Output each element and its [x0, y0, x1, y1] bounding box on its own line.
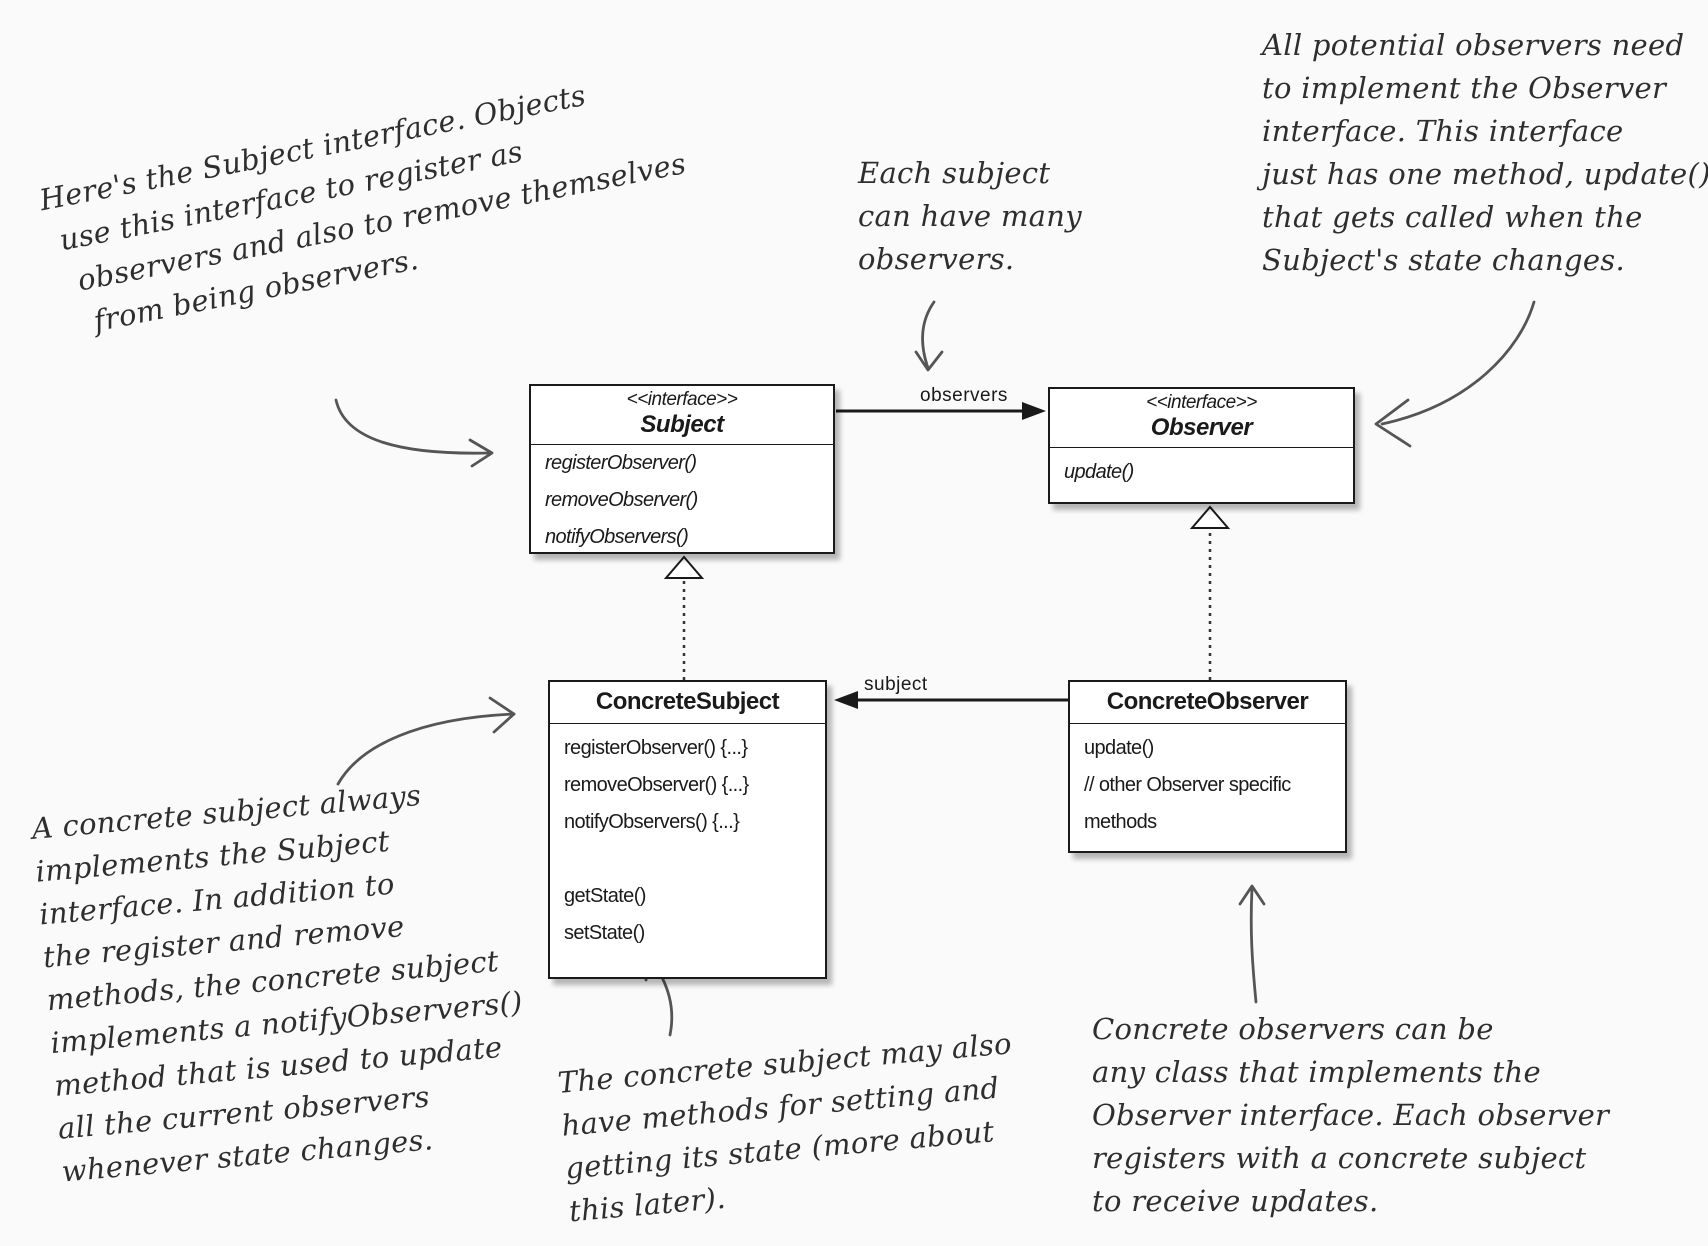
note-line: Subject's state changes. — [1262, 243, 1626, 277]
concrete-observers-note-arrow — [1238, 884, 1266, 1004]
note-line: interface. This interface — [1262, 114, 1624, 148]
method-notify-observers: notifyObservers() — [545, 526, 689, 548]
subject-class-name: Subject — [640, 411, 724, 438]
subject-interface-header: <<interface>> Subject — [531, 386, 833, 445]
note-many-observers: Each subject can have many observers. — [858, 152, 1082, 281]
note-line: to implement the Observer — [1262, 71, 1667, 105]
method-set-state: setState() — [564, 922, 645, 944]
concrete-subject-note-arrow — [336, 696, 516, 786]
subject-interface-box: <<interface>> Subject registerObserver()… — [529, 384, 835, 554]
method-get-state: getState() — [564, 885, 646, 907]
observer-stereotype: <<interface>> — [1146, 392, 1257, 413]
note-line: Concrete observers can be — [1092, 1012, 1494, 1046]
method-remove-observer-impl: removeObserver() {...} — [564, 774, 749, 796]
note-line: just has one method, update(), — [1262, 157, 1708, 191]
observer-realization-triangle — [1189, 505, 1231, 529]
method-notify-observers-impl: notifyObservers() {...} — [564, 811, 740, 833]
concrete-observer-box: ConcreteObserver update() // other Obser… — [1068, 680, 1347, 853]
subject-realization-triangle — [663, 555, 705, 579]
concrete-observer-methods: update() // other Observer specific meth… — [1070, 724, 1345, 847]
observer-interface-header: <<interface>> Observer — [1050, 389, 1353, 448]
method-register-observer: registerObserver() — [545, 452, 697, 474]
method-other-comment: // other Observer specific — [1084, 774, 1291, 796]
observer-note-arrow — [1374, 300, 1536, 448]
note-line: Each subject — [858, 156, 1051, 190]
note-line: that gets called when the — [1262, 200, 1643, 234]
method-register-observer-impl: registerObserver() {...} — [564, 737, 748, 759]
note-concrete-observers: Concrete observers can be any class that… — [1092, 1008, 1609, 1223]
observer-methods: update() — [1050, 448, 1353, 497]
note-concrete-subject: A concrete subject always implements the… — [30, 767, 536, 1194]
observers-association-arrowhead — [1022, 402, 1046, 420]
note-line: observers. — [858, 242, 1015, 276]
method-update-impl: update() — [1084, 737, 1154, 759]
observer-interface-box: <<interface>> Observer update() — [1048, 387, 1355, 504]
concrete-observer-class-name: ConcreteObserver — [1106, 688, 1309, 715]
method-update: update() — [1064, 461, 1134, 483]
note-line: registers with a concrete subject — [1092, 1141, 1587, 1175]
concrete-subject-box: ConcreteSubject registerObserver() {...}… — [548, 680, 827, 979]
concrete-subject-header: ConcreteSubject — [550, 682, 825, 724]
subject-association-arrowhead — [834, 691, 858, 709]
note-line: can have many — [858, 199, 1082, 233]
method-remove-observer: removeObserver() — [545, 489, 698, 511]
concrete-observer-header: ConcreteObserver — [1070, 682, 1345, 724]
note-line: to receive updates. — [1092, 1184, 1379, 1218]
subject-association-label: subject — [864, 674, 928, 695]
method-other-methods: methods — [1084, 811, 1157, 833]
observers-association-label: observers — [920, 385, 1008, 406]
note-line: Observer interface. Each observer — [1092, 1098, 1610, 1132]
note-line: any class that implements the — [1092, 1055, 1541, 1089]
note-line: All potential observers need — [1262, 28, 1685, 62]
subject-stereotype: <<interface>> — [626, 389, 738, 410]
concrete-subject-class-name: ConcreteSubject — [595, 688, 780, 715]
many-observers-note-arrow — [914, 300, 944, 372]
note-observer-interface: All potential observers need to implemen… — [1262, 24, 1708, 282]
subject-methods: registerObserver() removeObserver() noti… — [531, 445, 833, 556]
concrete-subject-methods: registerObserver() {...} removeObserver(… — [550, 724, 825, 958]
subject-note-arrow — [334, 398, 494, 468]
observer-class-name: Observer — [1150, 414, 1253, 441]
